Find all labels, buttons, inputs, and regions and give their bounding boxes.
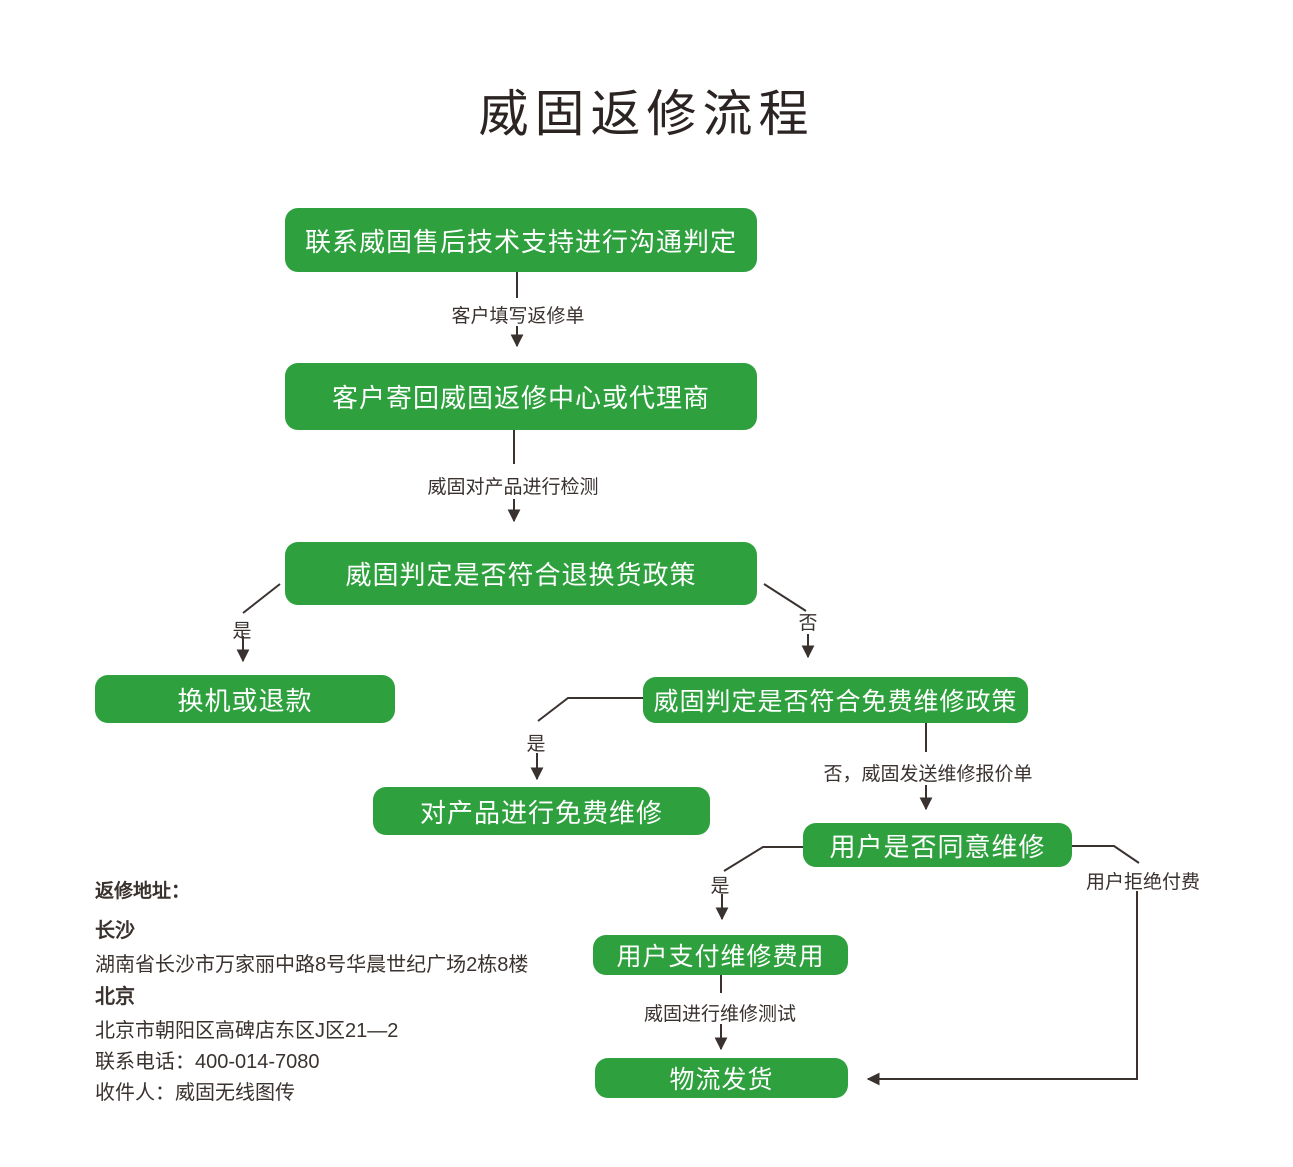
node-agree-repair-check: 用户是否同意维修 (803, 823, 1072, 867)
address-city-changsha: 长沙 (95, 920, 135, 942)
connector-elbow-yes2 (537, 697, 643, 722)
connector-arrow-refuse (866, 891, 1138, 1086)
edge-label-yes-agree: 是 (710, 876, 730, 897)
edge-label-no-send-quote: 否，威固发送维修报价单 (823, 764, 1033, 785)
address-line-changsha: 湖南省长沙市万家丽中路8号华晨世纪广场2栋8楼 (95, 954, 529, 976)
address-city-beijing: 北京 (95, 986, 135, 1008)
node-send-back: 客户寄回威固返修中心或代理商 (285, 363, 757, 430)
address-phone: 联系电话：400-014-7080 (95, 1051, 320, 1073)
edge-label-repair-test: 威固进行维修测试 (643, 1004, 797, 1025)
node-free-repair: 对产品进行免费维修 (373, 787, 710, 835)
node-free-repair-check: 威固判定是否符合免费维修政策 (643, 677, 1028, 723)
edge-label-user-refuses-pay: 用户拒绝付费 (1085, 872, 1201, 893)
address-recipient: 收件人：威固无线图传 (95, 1082, 295, 1104)
node-contact-support: 联系威固售后技术支持进行沟通判定 (285, 208, 757, 272)
node-replace-or-refund: 换机或退款 (95, 675, 395, 723)
page-title: 威固返修流程 (478, 86, 815, 142)
edge-label-weigu-inspects: 威固对产品进行检测 (427, 477, 599, 498)
connector-diag-no1 (763, 583, 807, 612)
address-line-beijing: 北京市朝阳区高碑店东区J区21—2 (95, 1020, 399, 1042)
edge-label-no-return: 否 (798, 613, 818, 634)
edge-label-customer-fills-form: 客户填写返修单 (451, 306, 585, 327)
connector-diag-yes1 (242, 583, 281, 614)
edge-label-yes-return: 是 (232, 621, 252, 642)
node-pay-repair-fee: 用户支付维修费用 (593, 935, 848, 975)
node-ship-out: 物流发货 (595, 1058, 848, 1098)
connector-elbow-yes3 (723, 846, 803, 872)
node-return-policy-check: 威固判定是否符合退换货政策 (285, 542, 757, 605)
edge-label-yes-free-repair: 是 (526, 734, 546, 755)
address-heading: 返修地址： (95, 881, 191, 902)
connector-elbow-refuse (1072, 845, 1140, 864)
